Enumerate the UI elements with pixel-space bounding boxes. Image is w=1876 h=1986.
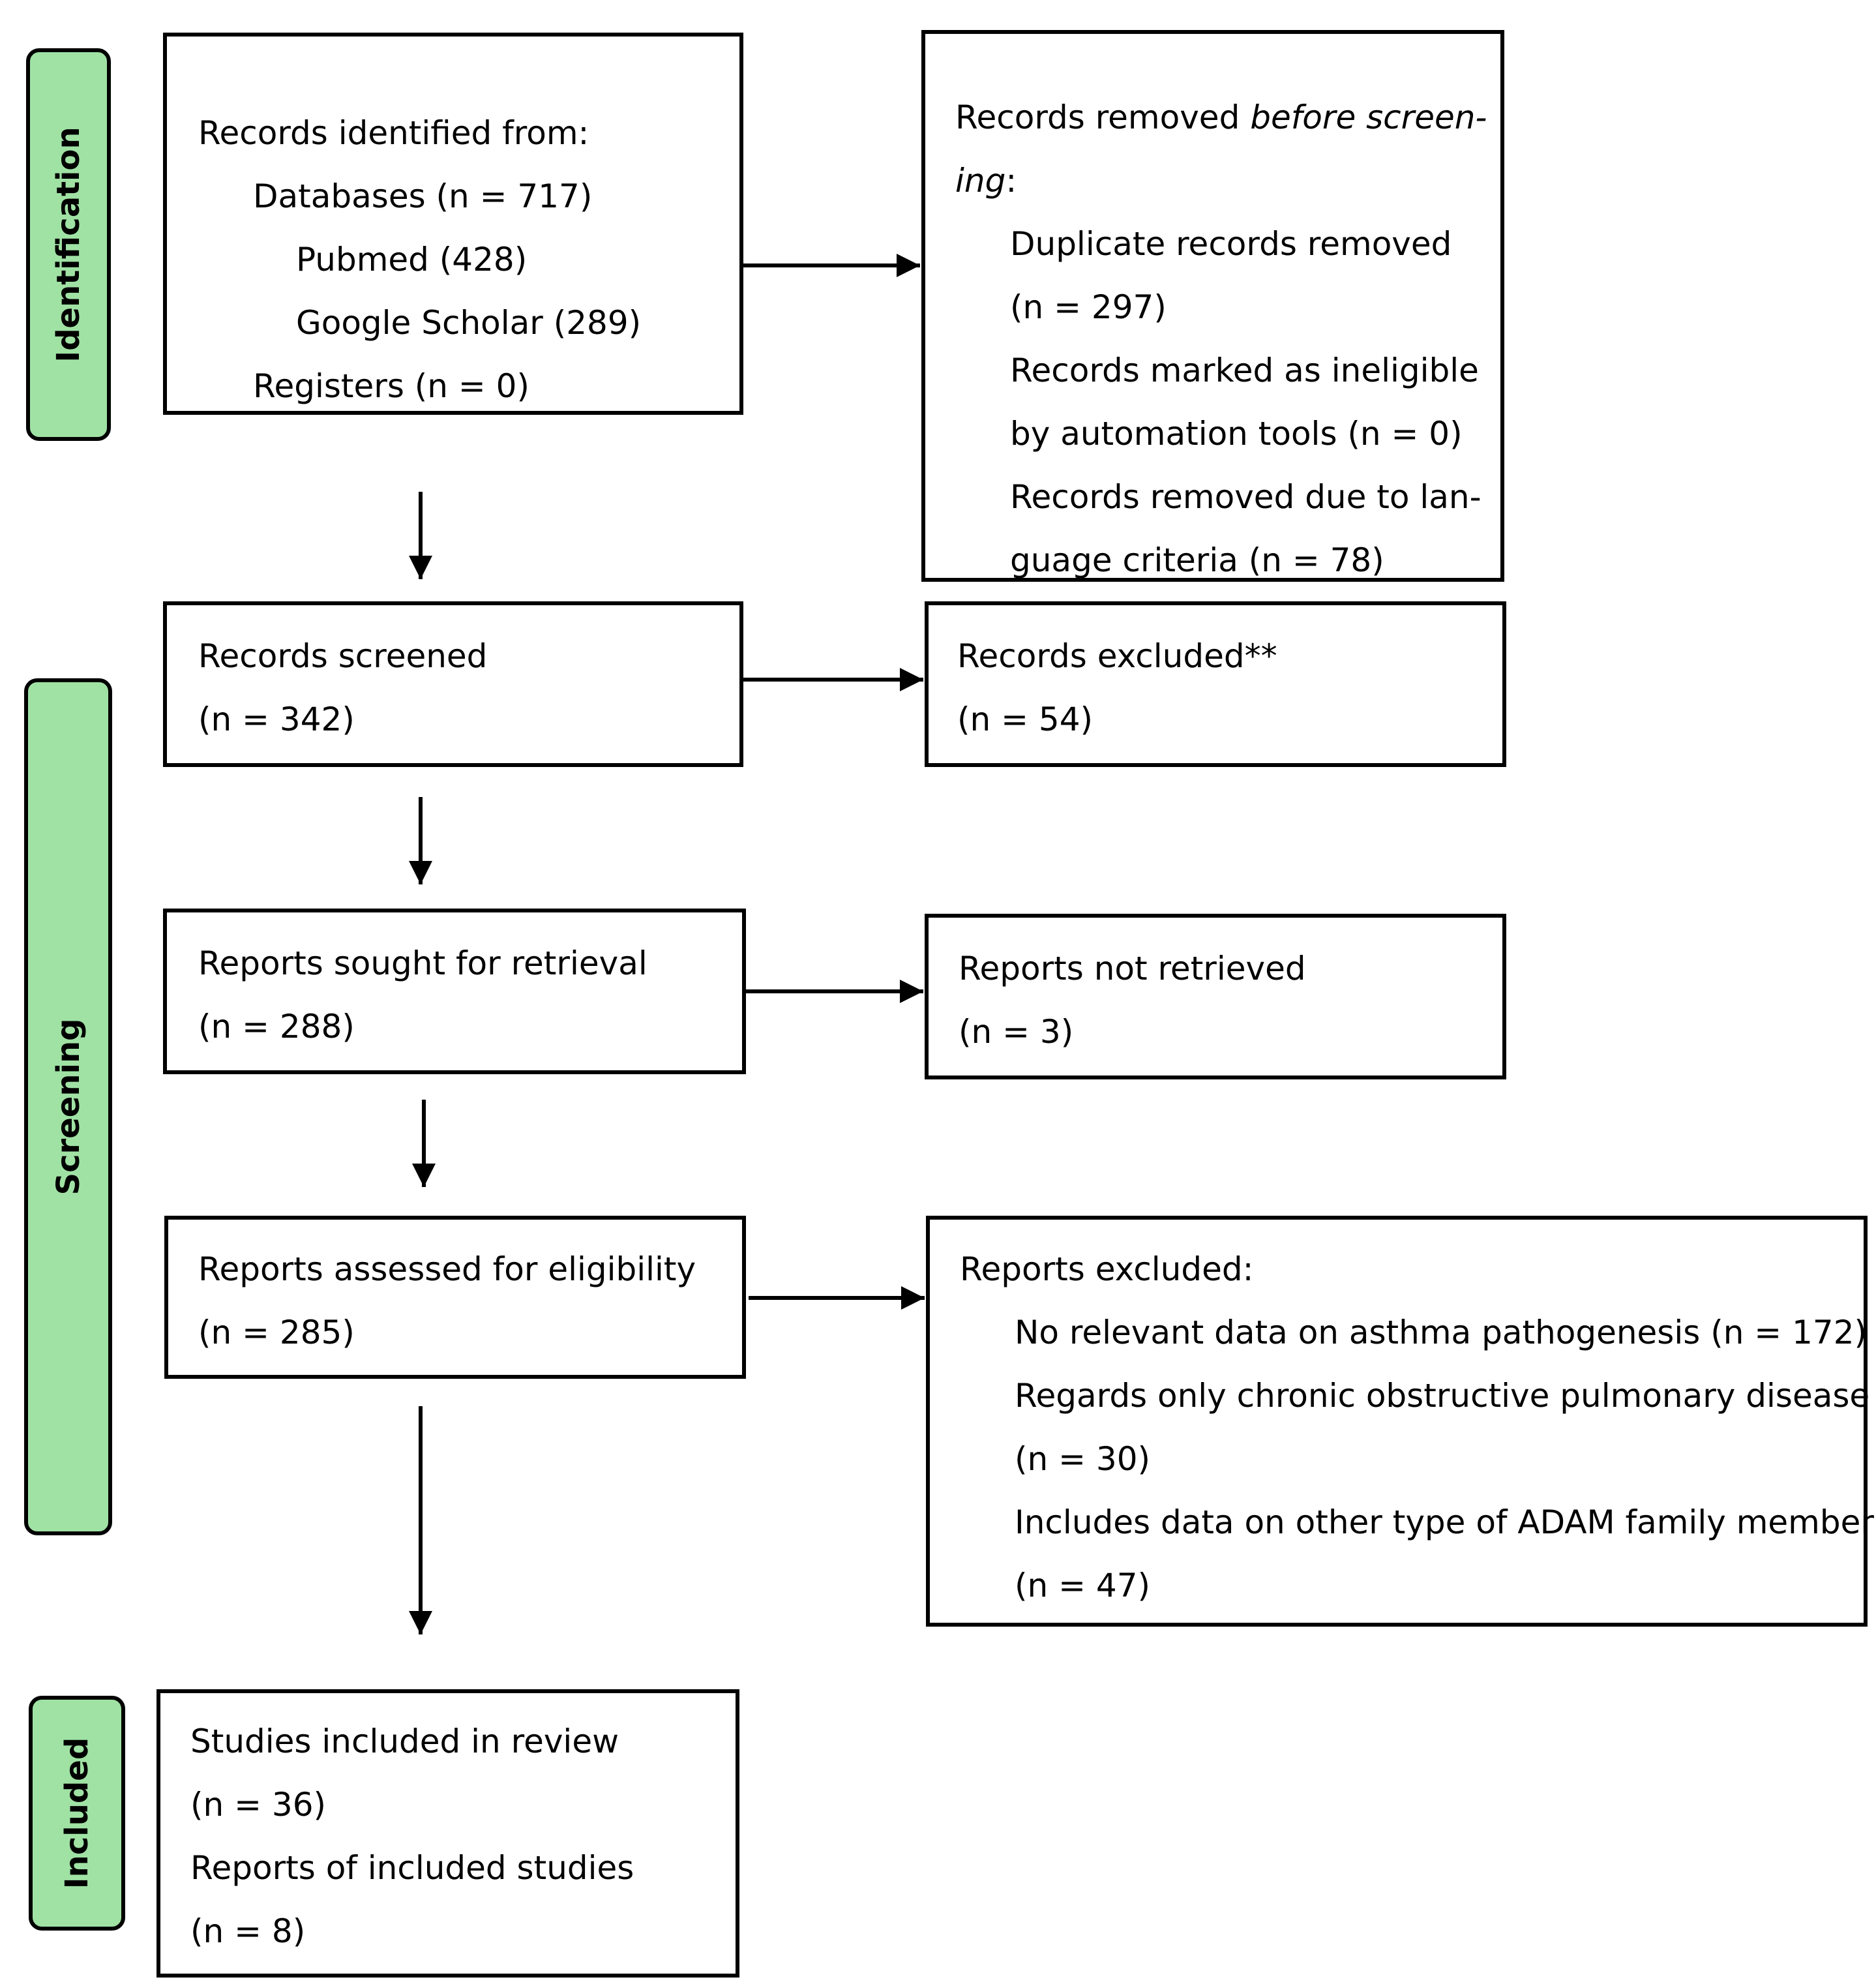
box-reports-not-retrieved: Reports not retrieved (n = 3) xyxy=(925,914,1506,1079)
box-records-identified: Records identified from: Databases (n = … xyxy=(163,33,743,415)
reports-excluded-reason2: Regards only chronic obstructive pulmona… xyxy=(1015,1377,1870,1415)
identified-title: Records identified from: xyxy=(198,114,589,152)
removed-language-2: guage criteria (n = 78) xyxy=(1010,541,1384,579)
removed-language: Records removed due to lan- xyxy=(1010,478,1481,516)
reports-excluded-title: Reports excluded: xyxy=(960,1250,1254,1288)
removed-ineligible-2: by automation tools (n = 0) xyxy=(1010,415,1463,453)
reports-excluded-reason1: No relevant data on asthma pathogenesis … xyxy=(1015,1314,1868,1351)
removed-ineligible: Records marked as ineligible xyxy=(1010,352,1479,389)
identified-pubmed: Pubmed (428) xyxy=(296,241,528,278)
identified-scholar: Google Scholar (289) xyxy=(296,304,642,342)
included-reports-n: (n = 8) xyxy=(190,1912,306,1950)
box-reports-sought: Reports sought for retrieval (n = 288) xyxy=(163,909,746,1074)
not-retrieved-title: Reports not retrieved xyxy=(959,950,1306,987)
removed-duplicates-n: (n = 297) xyxy=(1010,288,1167,326)
excluded-title: Records excluded** xyxy=(957,637,1277,675)
box-records-removed: Records removed before screen- ing: Dupl… xyxy=(921,30,1504,582)
removed-title: Records removed before screen- xyxy=(955,98,1487,136)
screened-title: Records screened xyxy=(198,637,488,675)
removed-duplicates: Duplicate records removed xyxy=(1010,225,1452,263)
box-included: Studies included in review (n = 36) Repo… xyxy=(156,1689,739,1978)
screened-n: (n = 342) xyxy=(198,700,355,738)
phase-identification: Identification xyxy=(26,48,111,441)
included-reports: Reports of included studies xyxy=(190,1849,634,1887)
phase-screening: Screening xyxy=(24,678,112,1535)
assessed-title: Reports assessed for eligibility xyxy=(198,1250,696,1288)
included-studies-n: (n = 36) xyxy=(190,1786,327,1824)
excluded-n: (n = 54) xyxy=(957,700,1094,738)
reports-excluded-reason3: Includes data on other type of ADAM fami… xyxy=(1015,1503,1874,1541)
assessed-n: (n = 285) xyxy=(198,1314,355,1351)
box-records-excluded: Records excluded** (n = 54) xyxy=(925,601,1506,767)
phase-included: Included xyxy=(29,1696,125,1931)
included-studies: Studies included in review xyxy=(190,1723,619,1760)
identified-registers: Registers (n = 0) xyxy=(253,367,529,405)
box-reports-excluded: Reports excluded: No relevant data on as… xyxy=(926,1216,1874,1627)
box-records-screened: Records screened (n = 342) xyxy=(163,601,743,767)
box-reports-assessed: Reports assessed for eligibility (n = 28… xyxy=(164,1216,746,1379)
sought-n: (n = 288) xyxy=(198,1008,355,1046)
reports-excluded-reason3-n: (n = 47) xyxy=(1015,1567,1151,1604)
reports-excluded-reason2-n: (n = 30) xyxy=(1015,1440,1151,1478)
removed-title-cont: ing: xyxy=(955,162,1017,200)
not-retrieved-n: (n = 3) xyxy=(959,1013,1074,1051)
identified-databases: Databases (n = 717) xyxy=(253,177,593,215)
sought-title: Reports sought for retrieval xyxy=(198,944,648,982)
